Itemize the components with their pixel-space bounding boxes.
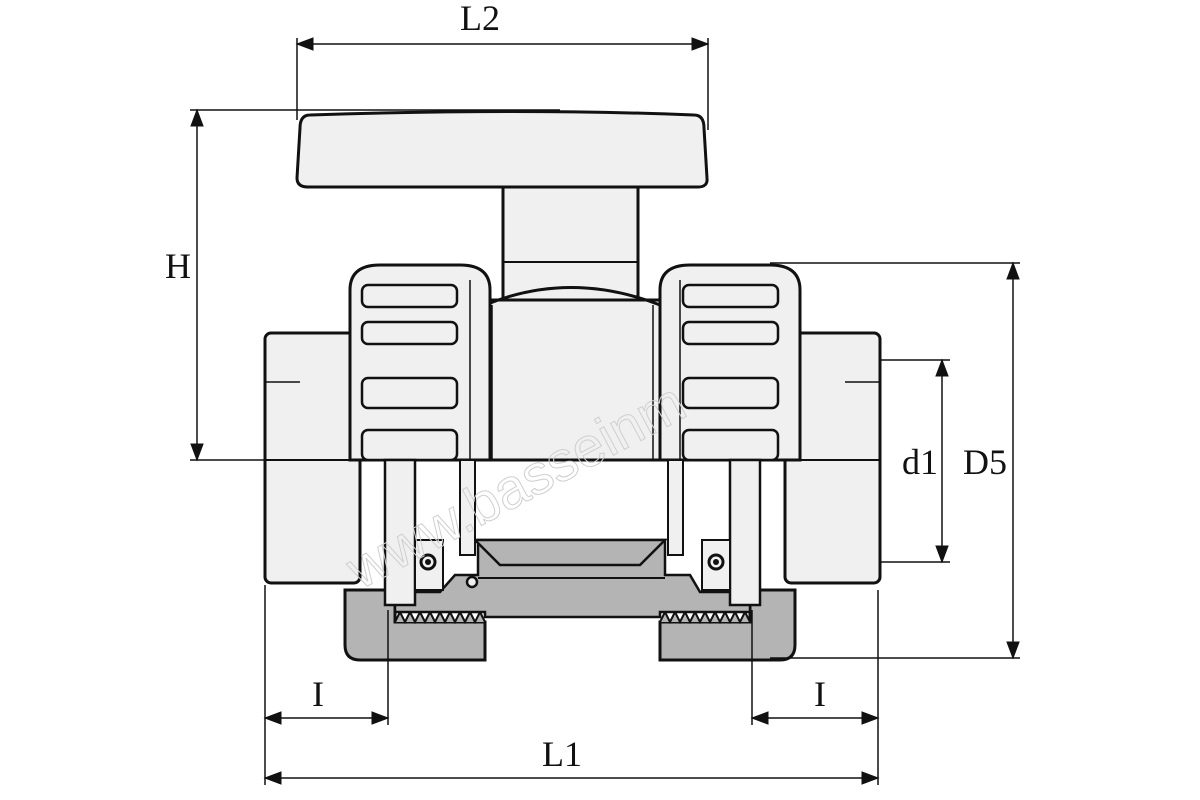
cross-section <box>265 458 880 662</box>
dim-label-I-right: I <box>814 674 826 714</box>
dim-label-L1: L1 <box>542 734 582 774</box>
dim-label-d1: d1 <box>902 442 938 482</box>
dim-label-D5: D5 <box>963 442 1007 482</box>
union-nut-right <box>658 263 802 462</box>
dim-label-H: H <box>165 246 191 286</box>
dimension-lines <box>190 37 1020 785</box>
union-nut-left <box>348 263 492 462</box>
valve-handle <box>295 110 709 189</box>
dim-label-I-left: I <box>312 674 324 714</box>
dim-label-L2: L2 <box>460 0 500 38</box>
